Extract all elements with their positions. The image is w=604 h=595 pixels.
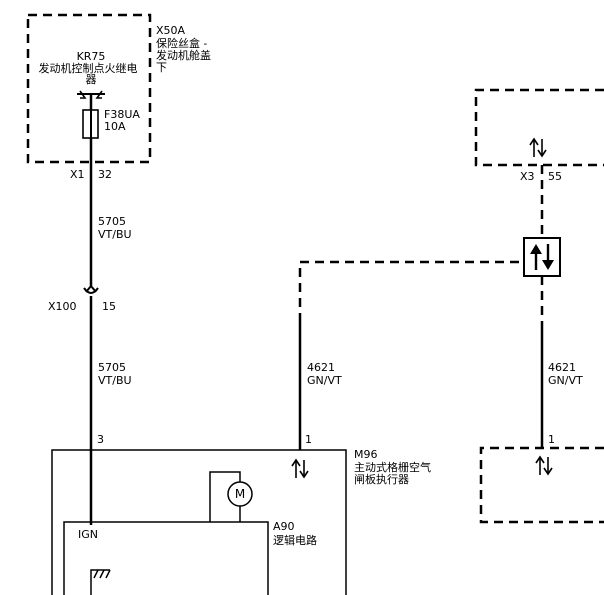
wire-remote-color: GN/VT: [548, 374, 583, 387]
fusebox-name-line-3: 下: [156, 61, 167, 74]
remote-top-connector: X3: [520, 170, 535, 183]
wire-upper-circuit: 5705: [98, 215, 126, 228]
module-outline: [51, 449, 347, 595]
module-code: M96: [354, 448, 378, 461]
relay-contact-symbol: [77, 90, 105, 110]
relay-code: KR75: [77, 50, 106, 63]
fusebox-name-line-1: 保险丝盒 -: [156, 36, 207, 50]
fuse-code: F38UA: [104, 108, 140, 121]
logic-name: 逻辑电路: [273, 533, 317, 547]
fusebox-connector: X1: [70, 168, 85, 181]
fusebox-name-line-2: 发动机舱盖: [156, 48, 211, 62]
bidirectional-arrow-icon: [291, 458, 309, 479]
wire-remote-circuit: 4621: [548, 361, 576, 374]
logic-circuit-outline: [63, 521, 269, 595]
motor-symbol: M: [235, 487, 245, 501]
fusebox-code: X50A: [156, 24, 186, 37]
wire-lower-color: VT/BU: [98, 374, 132, 387]
splice-bidirectional-arrow-icon: [530, 244, 554, 270]
module-name-line-1: 主动式格栅空气: [354, 460, 431, 474]
fuse-rating: 10A: [104, 120, 126, 133]
relay-name-line-2: 器: [86, 73, 97, 86]
motor-wiring: [209, 471, 241, 522]
module-pin-ign: 3: [97, 433, 104, 446]
logic-code: A90: [273, 520, 295, 533]
wire-lower-circuit: 5705: [98, 361, 126, 374]
serial-data-dashed-link: [298, 260, 524, 322]
wire-upper-color: VT/BU: [98, 228, 132, 241]
remote-bottom-outline: [479, 446, 604, 524]
inline-connector-symbol: [83, 284, 99, 294]
ground-icon: [90, 569, 111, 595]
fusebox-outline: [26, 13, 152, 164]
remote-top-arrow-icon: [529, 137, 547, 158]
motor-icon: [227, 481, 253, 507]
inline-connector-code: X100: [48, 300, 77, 313]
fusebox-pin: 32: [98, 168, 112, 181]
ign-label: IGN: [78, 528, 98, 541]
serial-splice-box: [523, 237, 561, 277]
module-name-line-2: 闸板执行器: [354, 472, 409, 486]
remote-top-outline: [474, 88, 604, 167]
wire-data-color: GN/VT: [307, 374, 342, 387]
wire-data-circuit: 4621: [307, 361, 335, 374]
remote-bottom-arrow-icon: [535, 455, 553, 476]
remote-bottom-pin: 1: [548, 433, 555, 446]
remote-top-pin: 55: [548, 170, 562, 183]
module-pin-data: 1: [305, 433, 312, 446]
inline-connector-pin: 15: [102, 300, 116, 313]
relay-name-line-1: 发动机控制点火继电: [39, 61, 138, 75]
